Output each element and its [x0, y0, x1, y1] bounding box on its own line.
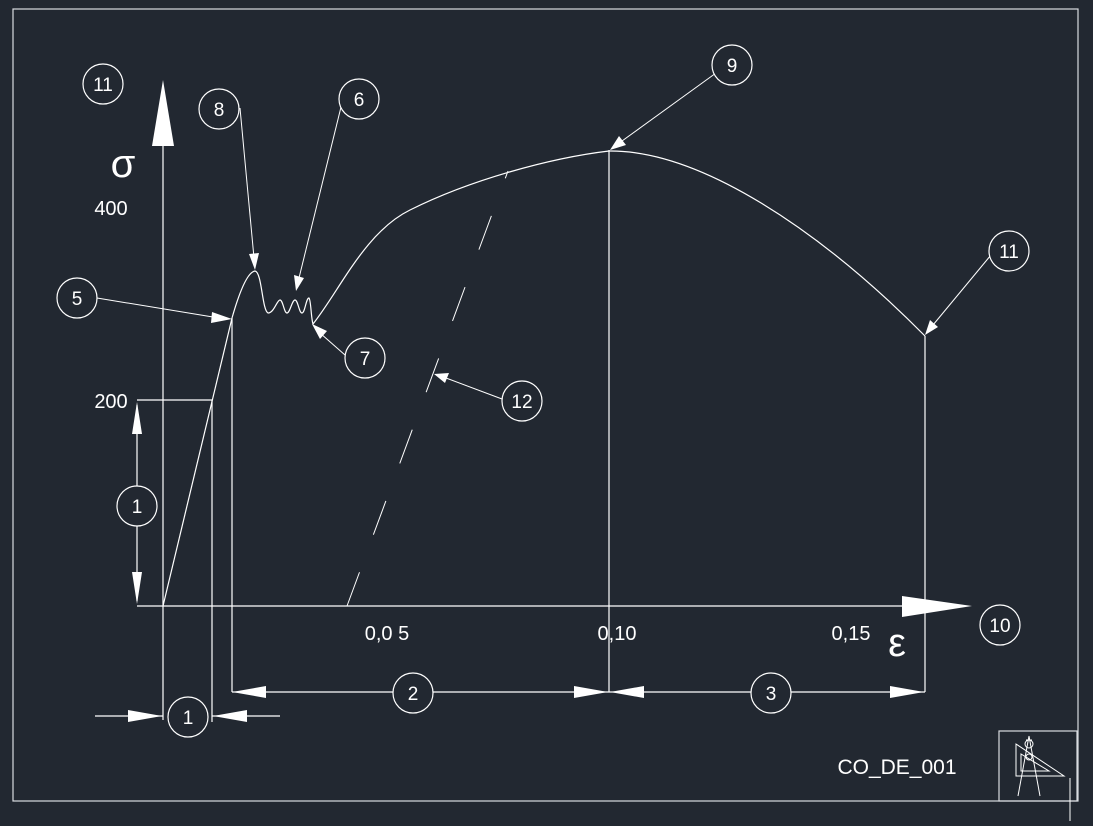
callout-7: 9: [711, 44, 753, 86]
compass-triangle-logo-icon: [1015, 735, 1066, 797]
leader-arrow-icon: [211, 312, 232, 323]
leader-7: [621, 72, 717, 142]
leader-2: [96, 297, 220, 319]
callout-5: 7: [344, 337, 386, 379]
dim-arrow-left-icon: [232, 686, 266, 698]
leader-arrow-icon: [434, 373, 449, 383]
x-tick-010: 0,10: [598, 623, 637, 645]
leader-4: [239, 107, 255, 259]
callout-12-label: 10: [989, 616, 1010, 637]
dim-arrow-up-icon: [132, 402, 142, 434]
y-tick-200: 200: [94, 391, 127, 413]
logo-frame: [998, 730, 1078, 802]
callout-2-label: 5: [72, 289, 83, 310]
callout-1-stress: 1: [116, 485, 158, 527]
callout-4: 8: [198, 88, 240, 130]
dim-arrow-right-icon: [890, 686, 924, 698]
callout-6: 2: [392, 672, 434, 714]
leader-10: [445, 377, 503, 400]
leader-arrow-icon: [925, 320, 938, 335]
callout-1-strain: 1: [167, 696, 209, 738]
leader-arrow-icon: [312, 324, 327, 339]
callout-5-label: 7: [360, 349, 371, 370]
leader-arrow-icon: [249, 253, 259, 270]
dim-arrow-left-icon: [610, 686, 644, 698]
callout-11: 11: [82, 63, 124, 105]
y-axis-arrow-icon: [152, 80, 174, 146]
y-tick-400: 400: [94, 198, 127, 220]
x-axis-symbol: ε: [888, 621, 906, 665]
callout-12: 10: [979, 604, 1021, 646]
stress-strain-curve: [231, 150, 926, 337]
leader-5: [319, 332, 346, 356]
callout-1-label: 1: [132, 497, 143, 518]
elastic-line: [162, 317, 233, 607]
callout-2: 5: [56, 277, 98, 319]
leader-arrow-icon: [294, 275, 304, 291]
dim-arrow-right-icon: [574, 686, 608, 698]
callout-1-label: 1: [183, 708, 194, 729]
x-axis-arrow-icon: [902, 596, 972, 617]
callout-11-label: 11: [93, 75, 113, 96]
callout-9: 11: [988, 230, 1030, 272]
dim-arrow-down-icon: [132, 572, 142, 604]
callout-8-label: 3: [766, 684, 777, 705]
leader-9: [932, 254, 992, 326]
callout-10: 12: [501, 380, 543, 422]
callout-8: 3: [750, 672, 792, 714]
outer-frame: [12, 8, 1079, 802]
y-axis-symbol: σ: [111, 142, 136, 186]
callout-4-label: 8: [214, 100, 225, 121]
callout-7-label: 9: [727, 56, 738, 77]
unloading-dashed-line: [346, 170, 509, 607]
drawing-code: CO_DE_001: [837, 756, 956, 779]
callout-6-label: 2: [408, 684, 419, 705]
leader-3: [298, 102, 343, 279]
x-tick-005: 0,0 5: [365, 623, 409, 645]
callout-10-label: 12: [511, 392, 532, 413]
leader-arrow-icon: [610, 136, 626, 150]
dim-arrow-right-icon: [128, 710, 162, 722]
dim-arrow-left-icon: [213, 710, 247, 722]
callout-9-label: 11: [999, 242, 1019, 263]
x-tick-015: 0,15: [832, 623, 871, 645]
callout-3-label: 6: [354, 90, 365, 111]
callout-3: 6: [338, 78, 380, 120]
